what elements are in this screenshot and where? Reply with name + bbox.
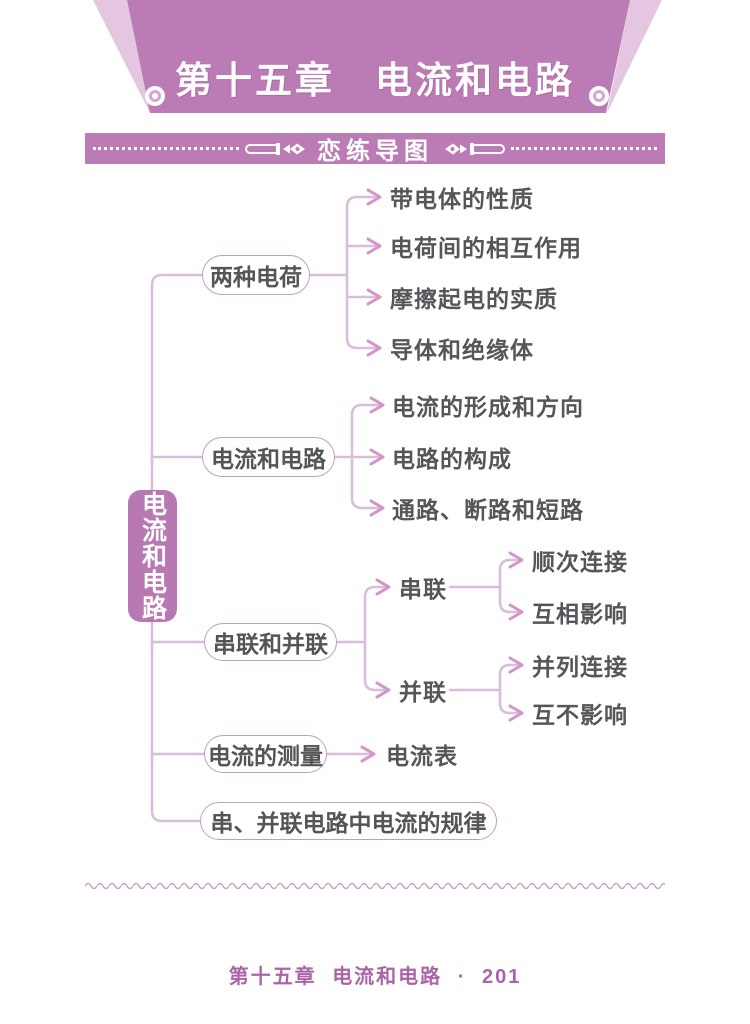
- arrowhead-icon: [375, 681, 391, 699]
- arrowhead-icon: [360, 745, 376, 763]
- arrowhead-icon: [375, 578, 391, 596]
- mindmap-node-series-parallel: 串联和并联: [204, 623, 337, 661]
- mindmap-node-current-circuit: 电流和电路: [202, 437, 335, 477]
- mindmap-leaf: 导体和绝缘体: [390, 337, 534, 363]
- connector-line: [363, 585, 387, 692]
- grommet-ring-icon: [149, 90, 161, 102]
- grommet-icon: [589, 86, 609, 106]
- arrowhead-icon: [369, 448, 385, 466]
- arrowhead-icon: [369, 396, 385, 414]
- mindmap-leaf: 电荷间的相互作用: [390, 235, 582, 261]
- mindmap-leaf: 顺次连接: [532, 549, 628, 575]
- banner-ornament-right-icon: [445, 142, 505, 155]
- mindmap-leaf: 电流的形成和方向: [392, 394, 584, 420]
- connector-line: [498, 663, 520, 715]
- banner-fold-right: [607, 0, 662, 113]
- mindmap-leaf: 互相影响: [532, 601, 628, 627]
- arrowhead-icon: [366, 188, 382, 206]
- mindmap-leaf-parallel: 并联: [399, 679, 447, 705]
- dotted-line: [93, 147, 239, 150]
- chapter-title: 第十五章 电流和电路: [175, 60, 575, 101]
- footer-separator: ·: [457, 966, 467, 988]
- mindmap-leaf: 互不影响: [532, 702, 628, 728]
- footer-chapter: 第十五章: [228, 966, 317, 988]
- page-footer: 第十五章 电流和电路 · 201: [0, 960, 750, 989]
- mindmap-leaf: 带电体的性质: [390, 186, 534, 212]
- arrowhead-icon: [366, 288, 382, 306]
- dotted-line: [511, 147, 657, 150]
- mindmap-node-current-measure: 电流的测量: [204, 735, 327, 773]
- arrowhead-icon: [366, 339, 382, 357]
- arrowhead-icon: [369, 499, 385, 517]
- grommet-icon: [145, 86, 165, 106]
- mindmap-leaf: 并列连接: [532, 654, 628, 680]
- section-title: 恋练导图: [317, 138, 433, 165]
- mindmap-leaf: 通路、断路和短路: [392, 497, 584, 523]
- arrowhead-icon: [508, 656, 524, 674]
- mindmap-leaf: 电路的构成: [392, 446, 512, 472]
- connector-line: [498, 558, 520, 614]
- arrowhead-icon: [508, 704, 524, 722]
- banner-fold-left: [93, 0, 150, 113]
- wavy-divider: [85, 879, 665, 891]
- section-banner: 恋练导图: [85, 133, 665, 165]
- mindmap-root-node: 电流和电路: [128, 490, 177, 622]
- mindmap-leaf-series: 串联: [399, 576, 447, 602]
- banner-ornament-left-icon: [245, 142, 305, 155]
- footer-page-number: 201: [481, 966, 522, 988]
- grommet-ring-icon: [593, 90, 605, 102]
- mindmap-node-two-charges: 两种电荷: [202, 255, 310, 295]
- arrowhead-icon: [508, 603, 524, 621]
- arrowhead-icon: [366, 237, 382, 255]
- banner-body: [127, 0, 630, 113]
- mindmap-leaf: 摩擦起电的实质: [390, 286, 558, 312]
- arrowhead-icon: [508, 551, 524, 569]
- banner-ribbon-graphic: [93, 0, 662, 113]
- footer-title: 电流和电路: [332, 966, 443, 988]
- connector-line: [345, 195, 378, 350]
- mindmap-node-current-law: 串、并联电路中电流的规律: [200, 802, 497, 840]
- mindmap-leaf: 电流表: [386, 743, 458, 769]
